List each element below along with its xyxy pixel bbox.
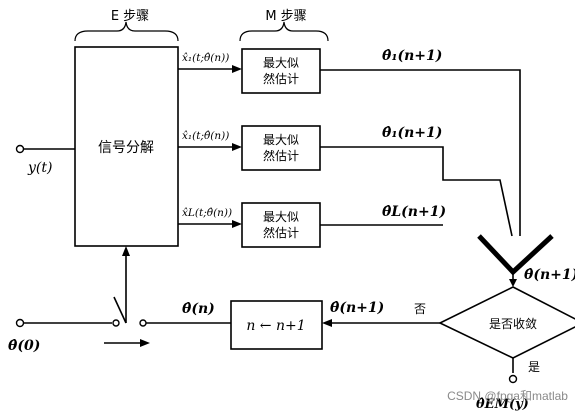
ml-estimator-box-1 [241, 48, 321, 94]
m-step-label: M 步骤 [265, 9, 306, 24]
ml-estimator-box-2 [241, 125, 321, 171]
switch-to-decomp-arrowhead [122, 246, 130, 256]
watermark: CSDN @fpga和matlab [447, 389, 568, 403]
ml-estimator-text-2a: 最大似 [263, 133, 299, 147]
convergence-label: 是否收敛 [489, 316, 537, 331]
component-x-label-2: x̂₁(t;θ̂(n)) [182, 130, 229, 142]
component-x-label-1: x̂₁(t;θ̂(n)) [182, 52, 229, 64]
initial-param-label: θ̂(0) [8, 338, 40, 354]
estimate-label-1: θ̂₁(n+1) [382, 48, 442, 64]
estimate-label-2: θ̂₁(n+1) [382, 125, 442, 141]
input-terminal [15, 144, 25, 154]
ml-estimator-text-3b: 然估计 [263, 225, 299, 240]
estimate-line-2 [320, 146, 513, 237]
ml-estimator-text-1a: 最大似 [263, 56, 299, 70]
component-arrowhead-1 [232, 65, 242, 73]
update-box [230, 300, 323, 350]
estimate-label-3: θ̂L(n+1) [382, 204, 446, 220]
m-step-brace [239, 21, 329, 42]
combined-estimate-label: θ̂(n+1) [524, 267, 575, 283]
feedback-arrowhead [322, 319, 332, 327]
switch-contact-right [139, 319, 147, 327]
feedback-estimate-label: θ̂(n+1) [330, 300, 384, 316]
combine-arrowhead [509, 279, 517, 287]
switch-blade [113, 296, 127, 324]
decision-no-label: 否 [414, 302, 426, 316]
theta-n-label: θ̂(n) [182, 301, 215, 317]
signal-decomposition-box [74, 46, 179, 247]
update-label: n ← n+1 [246, 318, 305, 334]
ml-estimator-text-1b: 然估计 [263, 71, 299, 86]
estimate-line-1 [320, 69, 521, 236]
e-step-brace [74, 21, 179, 42]
component-arrowhead-3 [232, 220, 242, 228]
initial-param-terminal [15, 318, 25, 328]
input-signal-label: y(t) [27, 160, 52, 176]
component-x-label-3: x̂L(t;θ̂(n)) [182, 207, 232, 219]
output-estimate-label: θ̂EM(y) [476, 397, 529, 412]
signal-decomposition-label: 信号分解 [98, 140, 154, 156]
output-terminal [508, 374, 518, 384]
e-step-label: E 步骤 [111, 9, 149, 24]
ml-estimator-text-2b: 然估计 [263, 148, 299, 163]
switch-contact-left [112, 319, 120, 327]
component-arrowhead-2 [232, 143, 242, 151]
switch-direction-arrowhead [140, 339, 150, 347]
decision-yes-label: 是 [528, 360, 540, 374]
ml-estimator-text-3a: 最大似 [263, 210, 299, 224]
